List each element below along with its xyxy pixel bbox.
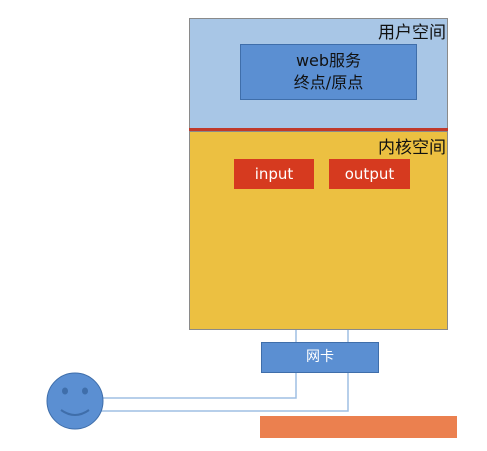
connector-nic-to-client-upper — [100, 373, 297, 399]
kernel-space-label: 内核空间 — [378, 138, 446, 158]
nic-box: 网卡 — [261, 342, 379, 373]
user-kernel-divider — [189, 128, 448, 131]
web-endpoint-subtitle: 终点/原点 — [293, 73, 364, 92]
web-endpoint-box: web服务 终点/原点 — [240, 44, 417, 100]
smiley-face-icon — [46, 372, 104, 430]
watermark-image — [260, 416, 457, 438]
connector-nic-to-client-lower — [100, 373, 349, 412]
kernel-input-box: input — [234, 159, 314, 189]
user-space-label: 用户空间 — [378, 23, 446, 43]
web-endpoint-title: web服务 — [295, 51, 362, 70]
kernel-output-box: output — [329, 159, 410, 189]
